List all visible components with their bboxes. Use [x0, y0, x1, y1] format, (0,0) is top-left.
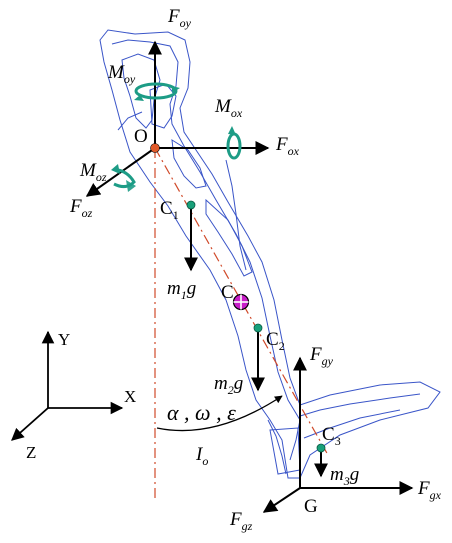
label-f-oz: Foz — [69, 196, 93, 220]
label-f-gx: Fgx — [417, 478, 442, 502]
moment-arrow-oz — [111, 164, 136, 192]
label-c2: C2 — [266, 329, 285, 353]
label-f-gz: Fgz — [229, 509, 253, 533]
label-axis-x: X — [124, 387, 136, 406]
axis-z-arrow — [11, 407, 49, 441]
label-m2g: m2g — [214, 373, 243, 397]
com-marker-c — [232, 293, 250, 311]
com-marker-c2 — [253, 323, 263, 333]
force-arrow-gz — [262, 487, 301, 513]
label-point-g: G — [304, 496, 318, 517]
moment-arrow-ox — [226, 126, 242, 160]
label-c: C — [221, 282, 234, 303]
label-m-oz: Moz — [79, 160, 107, 184]
coordinate-frame — [11, 330, 124, 441]
angle-arc — [156, 395, 283, 432]
label-f-oy: Foy — [167, 6, 192, 30]
label-inertia: Io — [195, 444, 208, 468]
label-c3: C3 — [322, 424, 341, 448]
label-point-o: O — [134, 126, 148, 147]
label-c1: C1 — [160, 198, 179, 222]
label-kinematics: α , ω , ε — [167, 400, 236, 425]
label-m3g: m3g — [330, 464, 359, 488]
label-f-ox: Fox — [275, 134, 300, 158]
label-f-gy: Fgy — [309, 344, 334, 368]
label-m-oy: Moy — [107, 62, 136, 86]
com-marker-c3 — [316, 443, 326, 453]
com-marker-c1 — [186, 200, 196, 210]
label-m-ox: Mox — [214, 96, 243, 120]
leg-outline — [99, 29, 441, 479]
moment-arrow-oy — [134, 82, 180, 101]
pivot-point-o — [150, 143, 160, 153]
label-m1g: m1g — [167, 278, 196, 302]
label-axis-y: Y — [58, 330, 70, 349]
label-axis-z: Z — [26, 443, 36, 462]
